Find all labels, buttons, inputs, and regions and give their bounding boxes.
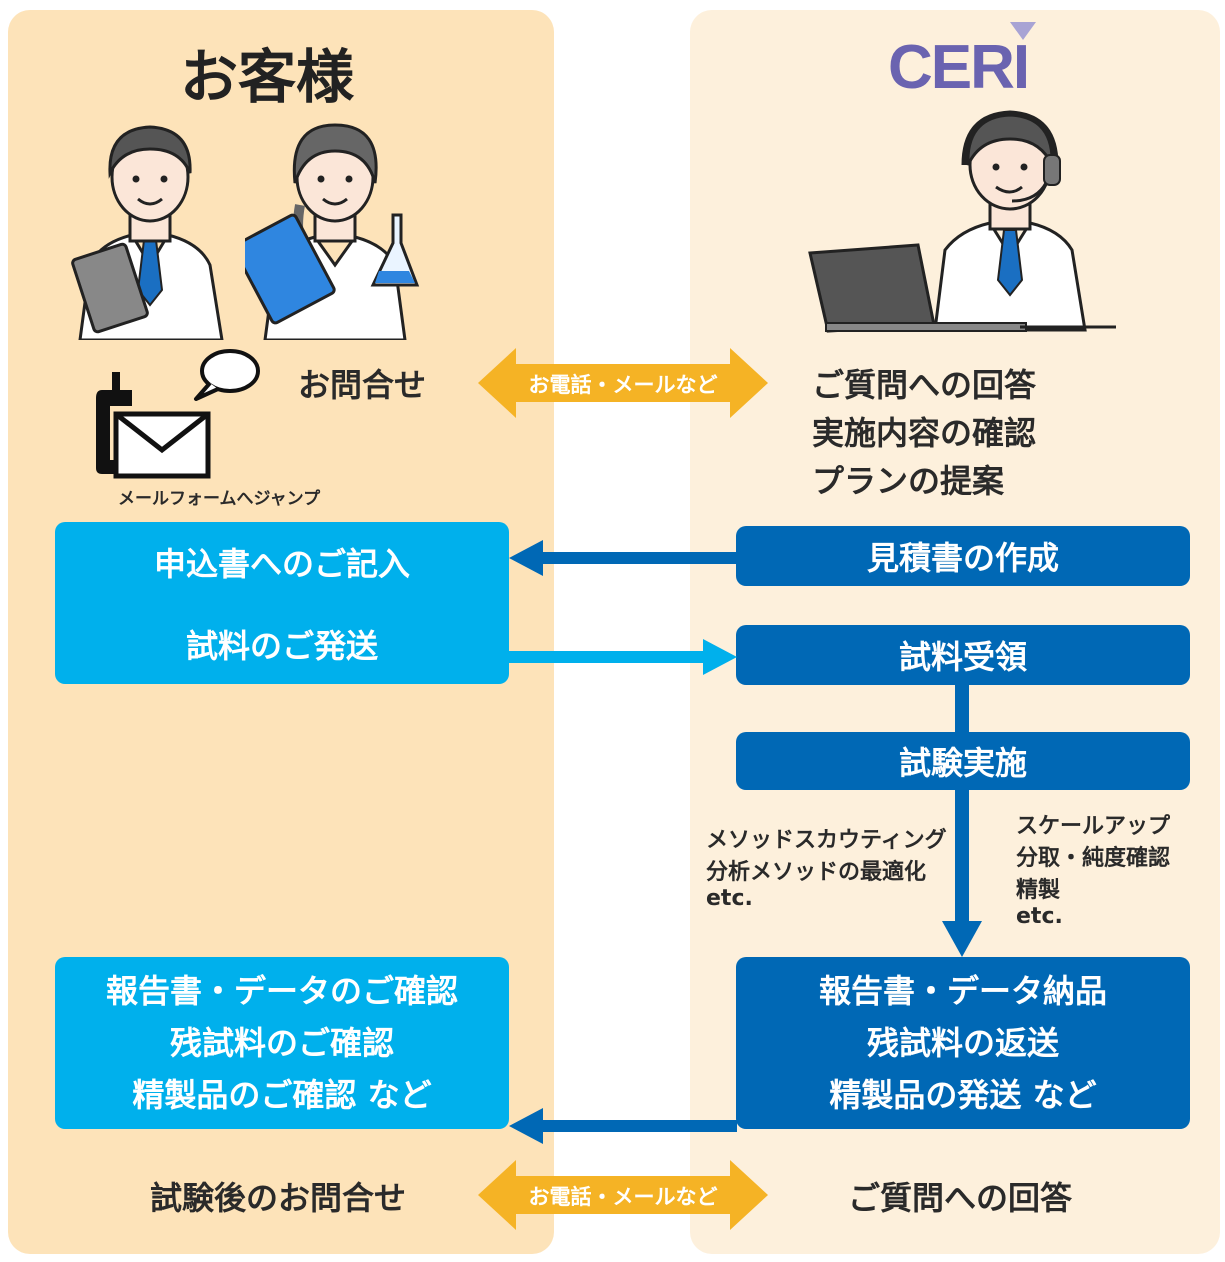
report-confirmation-box: 報告書・データのご確認 残試料のご確認 精製品のご確認 など	[55, 957, 509, 1129]
delivery-to-report-arrow	[509, 1108, 737, 1144]
after-test-inquiry: 試験後のお問合せ	[150, 1179, 407, 1217]
mailform-link[interactable]: メールフォームへジャンプ	[118, 489, 321, 509]
logo-triangle-icon	[1010, 22, 1036, 40]
right-note-line-4: etc.	[1016, 904, 1063, 929]
delivery-line-1: 報告書・データ納品	[818, 972, 1107, 1010]
ceri-answer-line-2: 実施内容の確認	[812, 414, 1037, 452]
sample-receipt-box: 試料受領	[736, 625, 1190, 685]
test-execution-label: 試験実施	[898, 744, 1027, 782]
application-form-line: 申込書へのご記入	[153, 545, 410, 583]
sample-shipping-line: 試料のご発送	[185, 627, 378, 665]
left-note-line-3: etc.	[706, 886, 753, 911]
female-researcher-illustration	[245, 123, 420, 340]
application-form-box: 申込書へのご記入 試料のご発送	[55, 522, 509, 684]
test-to-delivery-arrow	[942, 789, 982, 957]
mail-icon[interactable]	[112, 410, 212, 480]
ceri-logo: CERI	[888, 33, 1030, 102]
phone-icon[interactable]	[92, 368, 142, 478]
report-confirm-line-3: 精製品のご確認 など	[132, 1076, 432, 1114]
male-researcher-illustration	[71, 125, 224, 340]
connector-arrow-bottom	[478, 1160, 768, 1230]
right-note-line-3: 精製	[1016, 878, 1061, 903]
customer-heading: お客様	[180, 43, 355, 111]
connector-arrow-top	[478, 348, 768, 418]
test-execution-box: 試験実施	[736, 732, 1190, 790]
form-to-receipt-arrow	[509, 639, 737, 675]
inquiry-label: お問合せ	[298, 366, 427, 404]
connector-label-top: お電話・メールなど	[528, 373, 718, 397]
final-answer: ご質問への回答	[848, 1179, 1073, 1217]
delivery-box: 報告書・データ納品 残試料の返送 精製品の発送 など	[736, 957, 1190, 1129]
connector-label-bottom: お電話・メールなど	[528, 1185, 718, 1209]
ceri-answer-line-1: ご質問への回答	[812, 366, 1037, 404]
delivery-line-2: 残試料の返送	[866, 1024, 1059, 1062]
estimate-box: 見積書の作成	[736, 526, 1190, 586]
report-confirm-line-2: 残試料のご確認	[169, 1024, 394, 1062]
right-note-line-1: スケールアップ	[1016, 814, 1171, 839]
right-note-line-2: 分取・純度確認	[1016, 846, 1171, 871]
left-note-line-1: メソッドスカウティング	[706, 828, 947, 853]
estimate-label: 見積書の作成	[866, 539, 1059, 577]
speech-bubble-icon	[194, 349, 260, 401]
estimate-to-form-arrow	[509, 540, 737, 576]
delivery-line-3: 精製品の発送 など	[829, 1076, 1097, 1114]
report-confirm-line-1: 報告書・データのご確認	[105, 972, 458, 1010]
operator-illustration	[808, 110, 1116, 333]
left-note-line-2: 分析メソッドの最適化	[706, 860, 927, 885]
sample-receipt-label: 試料受領	[898, 638, 1027, 676]
receipt-to-test-connector	[955, 684, 969, 732]
ceri-answer-line-3: プランの提案	[812, 462, 1005, 500]
